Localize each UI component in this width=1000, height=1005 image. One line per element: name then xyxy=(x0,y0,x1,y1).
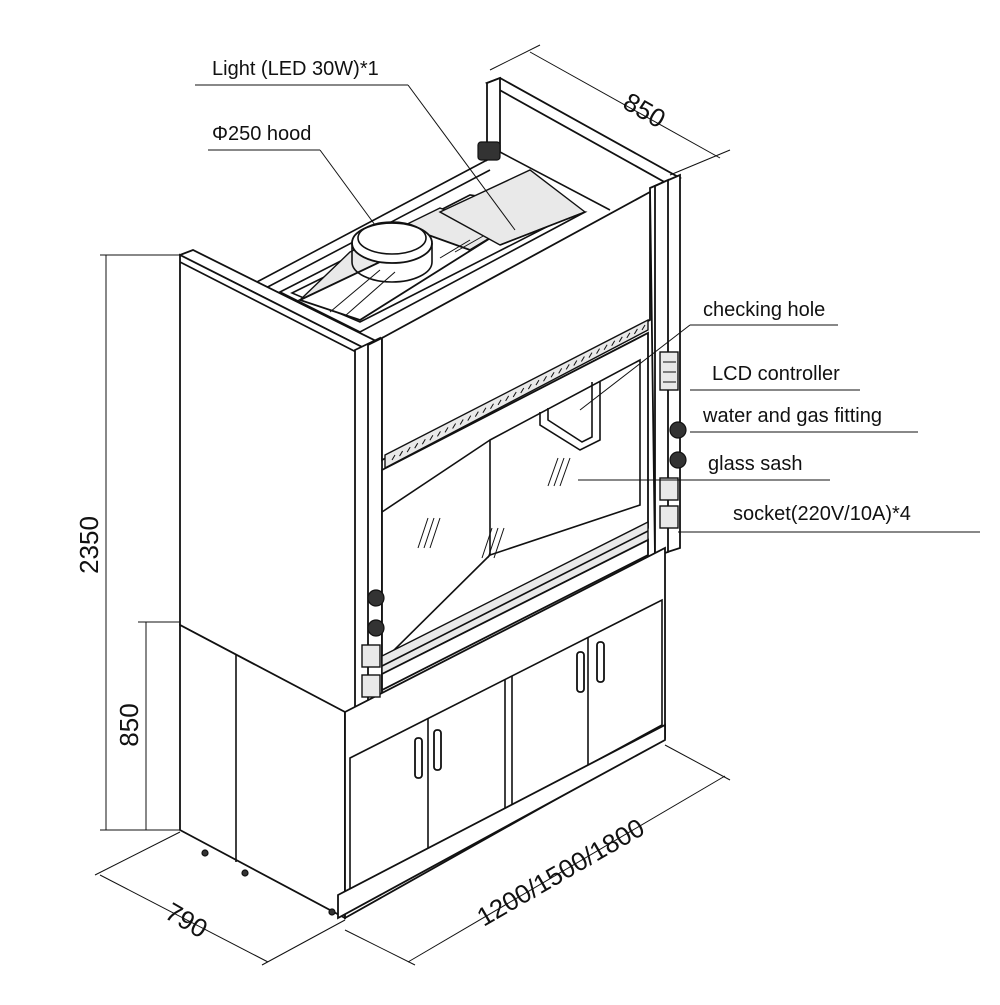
base-cabinet-front xyxy=(337,546,666,920)
label-hood: Φ250 hood xyxy=(212,123,311,145)
hood-assembly xyxy=(278,141,588,333)
label-lcd-controller: LCD controller xyxy=(712,363,840,385)
label-light: Light (LED 30W)*1 xyxy=(212,58,379,80)
label-socket: socket(220V/10A)*4 xyxy=(733,503,911,525)
socket[interactable] xyxy=(361,644,381,668)
lcd-controller-panel[interactable] xyxy=(659,351,679,391)
door-handle[interactable] xyxy=(596,641,605,683)
dim-height-base: 850 xyxy=(114,703,144,746)
gas-valve-knob[interactable] xyxy=(367,619,385,637)
dim-depth-top: 850 xyxy=(618,86,671,134)
gas-valve-knob[interactable] xyxy=(669,451,687,469)
water-valve-knob[interactable] xyxy=(367,589,385,607)
label-water-gas-fitting: water and gas fitting xyxy=(702,405,882,427)
label-checking-hole: checking hole xyxy=(703,299,825,321)
roof-frame xyxy=(177,76,682,352)
door-handle[interactable] xyxy=(576,651,585,693)
leader-lines xyxy=(195,84,980,533)
socket[interactable] xyxy=(659,477,679,501)
callout-labels: Light (LED 30W)*1 Φ250 hood checking hol… xyxy=(212,58,911,525)
dim-height-total: 2350 xyxy=(74,516,104,574)
work-chamber xyxy=(381,331,649,692)
left-column-fittings xyxy=(361,589,385,698)
water-valve-knob[interactable] xyxy=(669,421,687,439)
upper-front-panel xyxy=(381,190,651,470)
door-handle[interactable] xyxy=(433,729,442,771)
label-glass-sash: glass sash xyxy=(708,453,803,475)
right-column-fittings xyxy=(659,351,687,529)
socket[interactable] xyxy=(361,674,381,698)
socket[interactable] xyxy=(659,505,679,529)
dimension-lines xyxy=(94,44,731,966)
dim-depth-bottom: 790 xyxy=(160,896,213,944)
door-handle[interactable] xyxy=(414,737,423,779)
